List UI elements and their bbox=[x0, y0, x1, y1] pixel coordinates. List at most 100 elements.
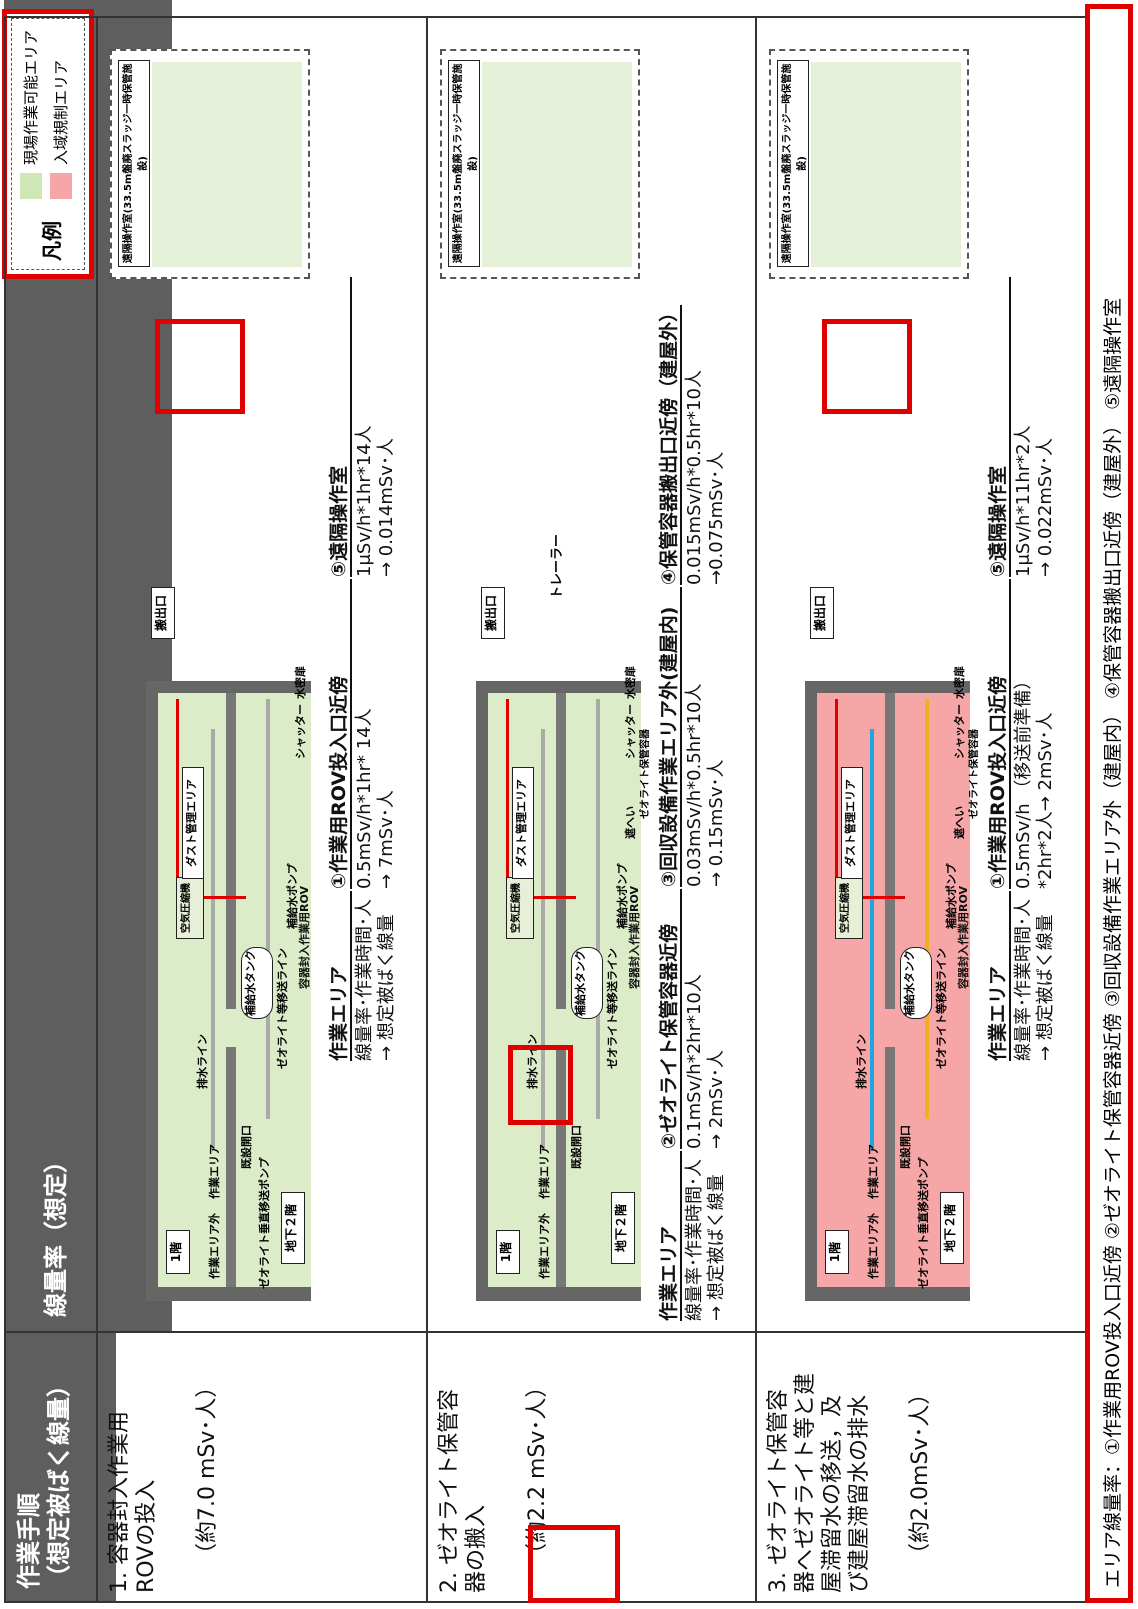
row-divider bbox=[96, 18, 98, 1603]
step-line: び建屋滞留水の排水 bbox=[846, 1343, 873, 1593]
dose-table-line: →0.075mSv･人 bbox=[706, 305, 728, 585]
floor-1-label: 1階 bbox=[496, 1230, 520, 1274]
drain-line-label: 排水ライン bbox=[194, 1034, 210, 1089]
legend: 凡例 現場作業可能エリア入域規制エリア bbox=[2, 9, 94, 279]
dose-table-title: ①作業用ROV投入口近傍 bbox=[328, 579, 352, 889]
carry-out-label: 搬出口 bbox=[810, 587, 834, 639]
zeolite-line-pipe bbox=[266, 699, 270, 1119]
dose-table-line: 0.5mSv/h （移送前準備） bbox=[1013, 579, 1035, 889]
dose-table: 作業エリア線量率･作業時間･人→ 想定被ばく線量 bbox=[658, 1151, 728, 1321]
building-wall-left bbox=[476, 1287, 641, 1301]
dose-table-line: → 0.022mSv･人 bbox=[1035, 277, 1057, 577]
dose-total: （約7.0 mSv･人） bbox=[194, 1343, 221, 1565]
legend-label: 現場作業可能エリア bbox=[20, 30, 41, 165]
remote-control-room-inset: 遠隔操作室(33.5m盤廃スラッジ一時保管施設) bbox=[769, 49, 969, 279]
dose-table-line: → 2mSv･人 bbox=[706, 889, 728, 1149]
tank-label: 補給水タンク bbox=[241, 947, 273, 1019]
watertight-label: 水密扉 bbox=[951, 666, 967, 699]
dust-area-label: ダスト管理エリア bbox=[182, 767, 204, 879]
container-label: ゼオライト保管容器 bbox=[965, 729, 980, 819]
remote-control-room-inset: 遠隔操作室(33.5m盤廃スラッジ一時保管施設) bbox=[110, 49, 310, 279]
legend-swatch bbox=[20, 173, 42, 199]
zeolite-line-label: ゼオライト等移送ライン bbox=[274, 948, 290, 1069]
dose-table-line: 線量率･作業時間･人 bbox=[354, 891, 376, 1061]
dust-area-label: ダスト管理エリア bbox=[841, 767, 863, 879]
rov-label: 容器封入作業用ROV bbox=[626, 886, 642, 989]
dose-table-line: → 想定被ばく線量 bbox=[706, 1151, 728, 1321]
step-line: 器の搬入 bbox=[463, 1343, 490, 1593]
vertical-pump-label: ゼオライト垂直移送ポンプ bbox=[915, 1157, 931, 1289]
step-line: 1. 容器封入作業用 bbox=[106, 1343, 133, 1593]
step-line: 2. ゼオライト保管容 bbox=[436, 1343, 463, 1593]
dose-table: 作業エリア線量率･作業時間･人→ 想定被ばく線量 bbox=[987, 891, 1057, 1061]
work-area-out-label: 作業エリア外 bbox=[536, 1213, 552, 1279]
column-divider bbox=[4, 1331, 1085, 1333]
dose-table-line: 0.5mSv/h*1hr* 14人 bbox=[354, 579, 376, 889]
dose-table-line: 1μSv/h*11hr*2人 bbox=[1013, 277, 1035, 577]
work-area-out-label: 作業エリア外 bbox=[865, 1213, 881, 1279]
rov-label: 容器封入作業用ROV bbox=[955, 886, 971, 989]
office-floor bbox=[152, 62, 302, 267]
office-label: 遠隔操作室(33.5m盤廃スラッジ一時保管施設) bbox=[118, 60, 150, 267]
table-border-top bbox=[4, 18, 6, 1603]
legend-swatch bbox=[50, 173, 72, 199]
building-wall-right bbox=[805, 681, 970, 693]
step-line: 屋滞留水の移送，及 bbox=[819, 1343, 846, 1593]
dose-table-line: *2hr*2人→ 2mSv･人 bbox=[1035, 579, 1057, 889]
compressor-label: 空気圧縮機 bbox=[176, 877, 204, 939]
opening-label: 既設開口 bbox=[568, 1125, 584, 1169]
rov-label: 容器封入作業用ROV bbox=[296, 886, 312, 989]
legend-title: 凡例 bbox=[36, 221, 65, 261]
dose-table: ③回収設備作業エリア外(建屋内)0.03mSv/h*0.5hr*10人→ 0.1… bbox=[658, 587, 728, 887]
dose-table-line: 線量率･作業時間･人 bbox=[1013, 891, 1035, 1061]
building-wall-top bbox=[476, 681, 488, 1301]
drain-line-label: 排水ライン bbox=[853, 1034, 869, 1089]
procedure-title: 作業手順 bbox=[14, 1319, 44, 1589]
row-divider bbox=[426, 18, 428, 1603]
shutter-label: シャッター bbox=[292, 704, 308, 759]
dust-area-label: ダスト管理エリア bbox=[512, 767, 534, 879]
footer-box: エリア線量率：①作業用ROV投入口近傍 ②ゼオライト保管容器近傍 ③回収設備作業… bbox=[1085, 4, 1133, 1603]
building-wall-right bbox=[146, 681, 311, 693]
floor-plan-diagram: 1階地下２階既設開口作業エリア作業エリア外排水ライン補給水タンク空気圧縮機補給水… bbox=[436, 419, 646, 1319]
tank-label: 補給水タンク bbox=[900, 947, 932, 1019]
b2-label: 地下２階 bbox=[611, 1192, 635, 1264]
highlight-box bbox=[822, 319, 912, 414]
floor-1-label: 1階 bbox=[166, 1230, 190, 1274]
dose-table-title: ⑤遠隔操作室 bbox=[328, 277, 352, 577]
dose-table-title: 作業エリア bbox=[987, 891, 1011, 1061]
building-wall-right bbox=[476, 681, 641, 693]
zeolite-line-label: ゼオライト等移送ライン bbox=[933, 948, 949, 1069]
dose-table: 作業エリア線量率･作業時間･人→ 想定被ばく線量 bbox=[328, 891, 398, 1061]
highlight-box bbox=[155, 319, 245, 414]
office-label: 遠隔操作室(33.5m盤廃スラッジ一時保管施設) bbox=[777, 60, 809, 267]
tank-label: 補給水タンク bbox=[571, 947, 603, 1019]
carry-out-label: 搬出口 bbox=[151, 587, 175, 639]
row-divider bbox=[755, 18, 757, 1603]
container-label: ゼオライト保管容器 bbox=[636, 729, 651, 819]
building-wall-left bbox=[805, 1287, 970, 1301]
dose-table-line: → 7mSv･人 bbox=[376, 579, 398, 889]
step-cell: 3. ゼオライト保管容器へゼオライト等と建屋滞留水の移送，及び建屋滞留水の排水（… bbox=[765, 1343, 934, 1593]
work-area-label: 作業エリア bbox=[536, 1144, 552, 1199]
legend-label: 入域規制エリア bbox=[50, 60, 71, 165]
floor-slab bbox=[885, 1047, 895, 1287]
opening-label: 既設開口 bbox=[897, 1125, 913, 1169]
zeolite-line-label: ゼオライト等移送ライン bbox=[604, 948, 620, 1069]
building-wall-top bbox=[805, 681, 817, 1301]
b2-label: 地下２階 bbox=[940, 1192, 964, 1264]
dose-table-title: ③回収設備作業エリア外(建屋内) bbox=[658, 587, 682, 887]
dose-table-line: → 0.15mSv･人 bbox=[706, 587, 728, 887]
compressor-label: 空気圧縮機 bbox=[835, 877, 863, 939]
step-line: ROVの投入 bbox=[133, 1343, 160, 1593]
procedure-subtitle: （想定被ばく線量） bbox=[44, 1319, 74, 1589]
dose-table-line: → 想定被ばく線量 bbox=[1035, 891, 1057, 1061]
zeolite-line-pipe bbox=[925, 699, 929, 1119]
dose-table-line: 0.015mSv/h*0.5hr*10人 bbox=[684, 305, 706, 585]
dose-table-line: 0.1mSv/h*2hr*10人 bbox=[684, 889, 706, 1149]
